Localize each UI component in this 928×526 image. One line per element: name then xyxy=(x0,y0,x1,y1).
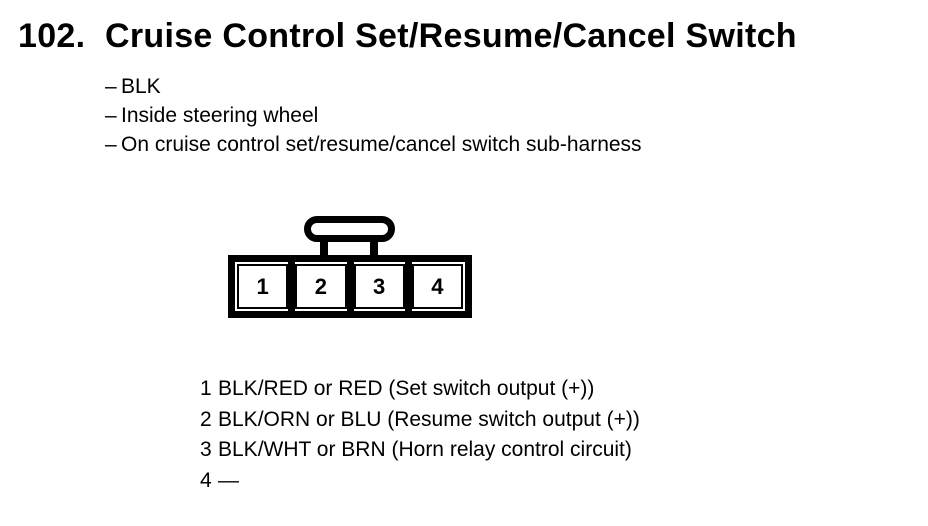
detail-item-text: On cruise control set/resume/cancel swit… xyxy=(121,133,642,156)
section-number: 102. xyxy=(18,17,86,55)
dash-bullet: – xyxy=(105,133,117,156)
pin-legend-row: 1 BLK/RED or RED (Set switch output (+)) xyxy=(200,374,640,405)
dash-bullet: – xyxy=(105,104,117,127)
detail-item: – On cruise control set/resume/cancel sw… xyxy=(105,130,642,159)
connector-body: 1 2 3 4 xyxy=(228,255,472,318)
connector-diagram: 1 2 3 4 xyxy=(228,216,472,318)
connector-tab-leg xyxy=(320,240,328,256)
legend-pin-number: 1 xyxy=(200,377,212,400)
legend-pin-description: BLK/ORN or BLU (Resume switch output (+)… xyxy=(218,407,640,431)
pin-cell-2: 2 xyxy=(295,264,347,309)
pin-legend-row: 2 BLK/ORN or BLU (Resume switch output (… xyxy=(200,405,640,436)
detail-item-text: Inside steering wheel xyxy=(121,104,319,127)
connector-tab-leg xyxy=(370,240,378,256)
detail-list: – BLK – Inside steering wheel – On cruis… xyxy=(105,72,642,159)
pin-cell-1: 1 xyxy=(237,264,289,309)
page-title: 102. Cruise Control Set/Resume/Cancel Sw… xyxy=(18,16,797,56)
legend-pin-number: 4 xyxy=(200,468,212,492)
pin-legend: 1 BLK/RED or RED (Set switch output (+))… xyxy=(200,374,640,496)
detail-item: – BLK xyxy=(105,72,642,101)
pin-divider xyxy=(288,262,296,311)
dash-bullet: – xyxy=(105,75,117,98)
pin-cell-3: 3 xyxy=(353,264,405,309)
pin-cell-4: 4 xyxy=(411,264,463,309)
detail-item: – Inside steering wheel xyxy=(105,101,642,130)
legend-pin-number: 3 xyxy=(200,438,212,461)
pin-legend-row: 3 BLK/WHT or BRN (Horn relay control cir… xyxy=(200,435,640,466)
pin-divider xyxy=(346,262,354,311)
legend-pin-description: BLK/RED or RED (Set switch output (+)) xyxy=(218,377,595,400)
detail-item-text: BLK xyxy=(121,75,161,98)
legend-pin-description: — xyxy=(218,468,239,492)
pin-legend-row: 4 — xyxy=(200,466,640,497)
pin-divider xyxy=(404,262,412,311)
section-title: Cruise Control Set/Resume/Cancel Switch xyxy=(105,17,797,55)
connector-lock-tab-icon xyxy=(304,216,395,242)
legend-pin-description: BLK/WHT or BRN (Horn relay control circu… xyxy=(218,438,632,461)
legend-pin-number: 2 xyxy=(200,407,212,431)
